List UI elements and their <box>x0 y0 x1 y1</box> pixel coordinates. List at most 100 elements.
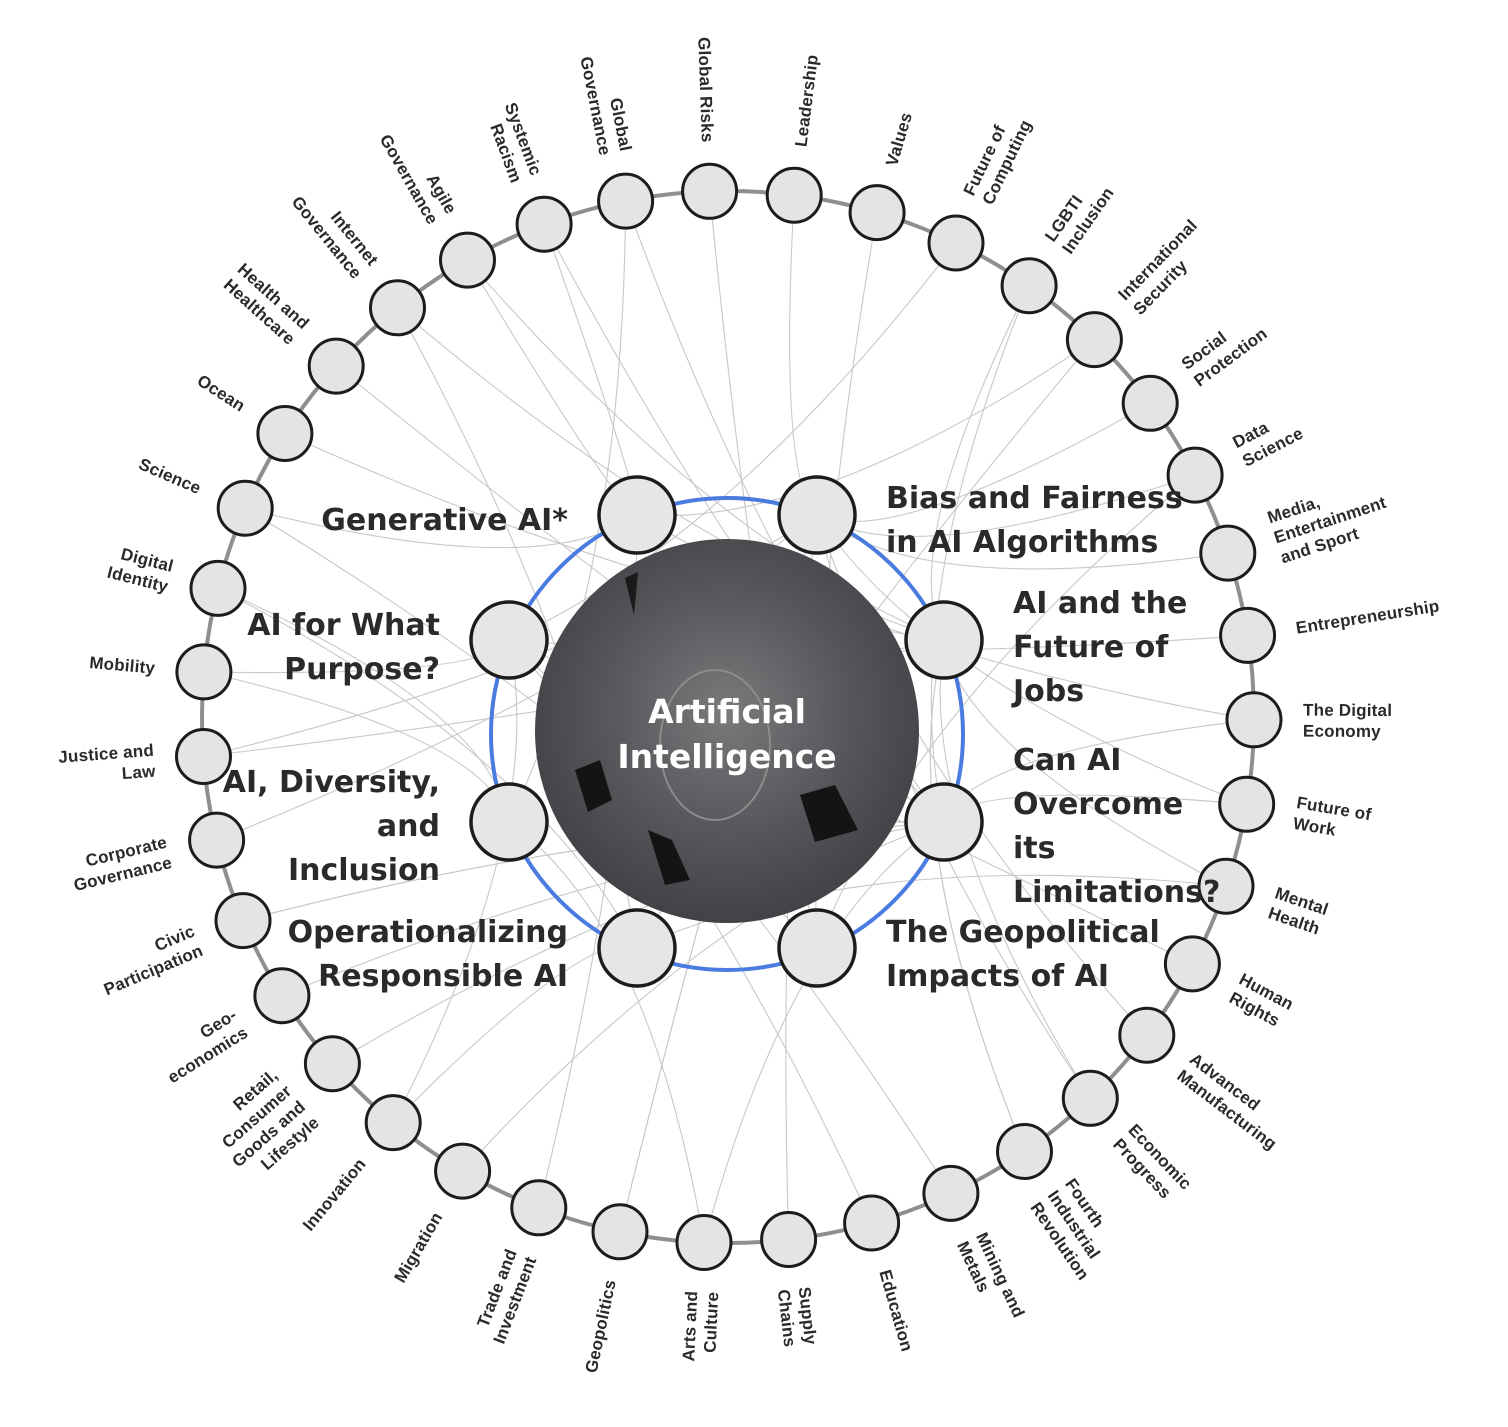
topic-supply-chains[interactable]: SupplyChains <box>760 1211 821 1349</box>
center-hub[interactable]: Artificial Intelligence <box>535 539 919 923</box>
topic-node-supply-chains[interactable] <box>760 1211 818 1268</box>
topic-node-retail-consumer-goods-and-lifestyle[interactable] <box>303 1035 361 1093</box>
topic-node-social-protection[interactable] <box>1121 374 1179 432</box>
topic-node-corporate-governance[interactable] <box>188 811 246 869</box>
topic-node-human-rights[interactable] <box>1163 935 1221 993</box>
topic-node-agile-governance[interactable] <box>439 231 496 289</box>
topic-label-line: Education <box>875 1268 916 1354</box>
key-issue-node-bias-and-fairness-in-ai-algorithms[interactable] <box>777 475 857 555</box>
topic-node-education[interactable] <box>843 1194 901 1252</box>
topic-node-geopolitics[interactable] <box>591 1203 649 1261</box>
topic-future-of-work[interactable]: Future ofWork <box>1218 775 1373 845</box>
topic-node-leadership[interactable] <box>765 166 823 224</box>
topic-node-systemic-racism[interactable] <box>515 195 573 253</box>
topic-mobility[interactable]: Mobility <box>89 643 233 701</box>
topic-node-fourth-industrial-revolution[interactable] <box>996 1123 1053 1180</box>
topic-agile-governance[interactable]: AgileGovernance <box>376 121 496 289</box>
topic-node-health-and-healthcare[interactable] <box>307 337 365 395</box>
topic-values[interactable]: Values <box>848 110 916 242</box>
topic-node-civic-participation[interactable] <box>214 892 272 950</box>
topic-node-data-science[interactable] <box>1166 446 1224 504</box>
key-issue-generative-ai[interactable]: Generative AI* <box>321 475 677 555</box>
topic-node-migration[interactable] <box>434 1142 492 1200</box>
topic-innovation[interactable]: Innovation <box>299 1094 422 1235</box>
topic-corporate-governance[interactable]: CorporateGovernance <box>67 811 246 895</box>
topic-mining-and-metals[interactable]: Mining andMetals <box>922 1164 1028 1330</box>
topic-node-economic-progress[interactable] <box>1061 1069 1119 1127</box>
topic-node-the-digital-economy[interactable] <box>1225 691 1283 749</box>
key-issue-node-generative-ai[interactable] <box>597 475 677 555</box>
topic-node-future-of-work[interactable] <box>1218 775 1276 833</box>
topic-systemic-racism[interactable]: SystemicRacism <box>481 100 573 253</box>
topic-node-advanced-manufacturing[interactable] <box>1118 1006 1176 1064</box>
topic-node-justice-and-law[interactable] <box>175 728 232 785</box>
topic-label-mining-and-metals: Mining andMetals <box>953 1230 1028 1330</box>
topic-trade-and-investment[interactable]: Trade andInvestment <box>470 1179 568 1347</box>
topic-node-internet-governance[interactable] <box>369 279 426 337</box>
topic-entrepreneurship[interactable]: Entrepreneurship <box>1219 596 1441 664</box>
key-issue-node-operationalizing-responsible-ai[interactable] <box>597 908 677 988</box>
topic-health-and-healthcare[interactable]: Health andHealthcare <box>220 260 365 395</box>
topic-data-science[interactable]: DataScience <box>1166 405 1306 504</box>
topic-social-protection[interactable]: SocialProtection <box>1121 307 1271 432</box>
topic-human-rights[interactable]: HumanRights <box>1163 935 1297 1033</box>
topic-node-future-of-computing[interactable] <box>927 214 985 272</box>
topic-node-geo-economics[interactable] <box>253 967 311 1025</box>
topic-node-mining-and-metals[interactable] <box>922 1164 980 1222</box>
topic-global-governance[interactable]: GlobalGovernance <box>576 51 655 230</box>
topic-node-global-governance[interactable] <box>597 172 655 230</box>
topic-science[interactable]: Science <box>136 454 274 537</box>
key-issue-node-the-geopolitical-impacts-of-ai[interactable] <box>777 908 857 988</box>
topic-geo-economics[interactable]: Geo-economics <box>153 967 311 1087</box>
key-issue-node-ai-diversity-and-inclusion[interactable] <box>469 782 549 862</box>
topic-leadership[interactable]: Leadership <box>765 54 823 224</box>
topic-ocean[interactable]: Ocean <box>194 371 314 462</box>
topic-node-ocean[interactable] <box>256 405 314 462</box>
key-issue-node-can-ai-overcome-its-limitations[interactable] <box>904 782 984 862</box>
topic-internet-governance[interactable]: InternetGovernance <box>288 179 426 337</box>
topic-node-international-security[interactable] <box>1065 311 1123 369</box>
topic-label-innovation: Innovation <box>299 1155 370 1235</box>
topic-media-entertainment-and-sport[interactable]: Media,Entertainmentand Sport <box>1199 473 1395 582</box>
topic-retail-consumer-goods-and-lifestyle[interactable]: Retail,ConsumerGoods andLifestyle <box>201 1035 361 1187</box>
topic-node-mobility[interactable] <box>175 643 233 701</box>
topic-node-digital-identity[interactable] <box>189 559 247 617</box>
topic-lgbti-inclusion[interactable]: LGBTIInclusion <box>1000 172 1118 315</box>
topic-node-arts-and-culture[interactable] <box>675 1214 733 1271</box>
topic-node-mental-health[interactable] <box>1197 857 1255 915</box>
topic-node-lgbti-inclusion[interactable] <box>1000 257 1058 315</box>
topic-geopolitics[interactable]: Geopolitics <box>582 1203 649 1375</box>
topic-node-innovation[interactable] <box>364 1094 422 1152</box>
topic-label-leadership: Leadership <box>791 54 822 148</box>
topic-justice-and-law[interactable]: Justice andLaw <box>58 728 232 788</box>
topic-node-science[interactable] <box>216 479 274 537</box>
topic-international-security[interactable]: InternationalSecurity <box>1065 216 1216 369</box>
topic-migration[interactable]: Migration <box>391 1142 492 1286</box>
topic-node-values[interactable] <box>848 184 906 242</box>
connection-line <box>636 874 1227 949</box>
key-issue-node-ai-for-what-purpose[interactable] <box>469 600 549 680</box>
topic-node-trade-and-investment[interactable] <box>510 1179 568 1237</box>
topic-node-media-entertainment-and-sport[interactable] <box>1199 524 1257 582</box>
key-issue-node-ai-and-the-future-of-jobs[interactable] <box>904 600 984 680</box>
topic-arts-and-culture[interactable]: Arts andCulture <box>675 1214 733 1363</box>
topic-global-risks[interactable]: Global Risks <box>681 37 739 220</box>
topic-education[interactable]: Education <box>843 1194 917 1354</box>
topic-node-global-risks[interactable] <box>681 162 739 220</box>
topic-label-arts-and-culture: Arts andCulture <box>679 1291 722 1363</box>
topic-civic-participation[interactable]: CivicParticipation <box>93 892 272 1000</box>
topic-digital-identity[interactable]: DigitalIdentity <box>105 542 247 617</box>
center-image-shape <box>648 830 690 885</box>
topic-node-entrepreneurship[interactable] <box>1219 606 1277 664</box>
topic-future-of-computing[interactable]: Future ofComputing <box>927 108 1035 272</box>
topic-fourth-industrial-revolution[interactable]: FourthIndustrialRevolution <box>996 1123 1128 1284</box>
